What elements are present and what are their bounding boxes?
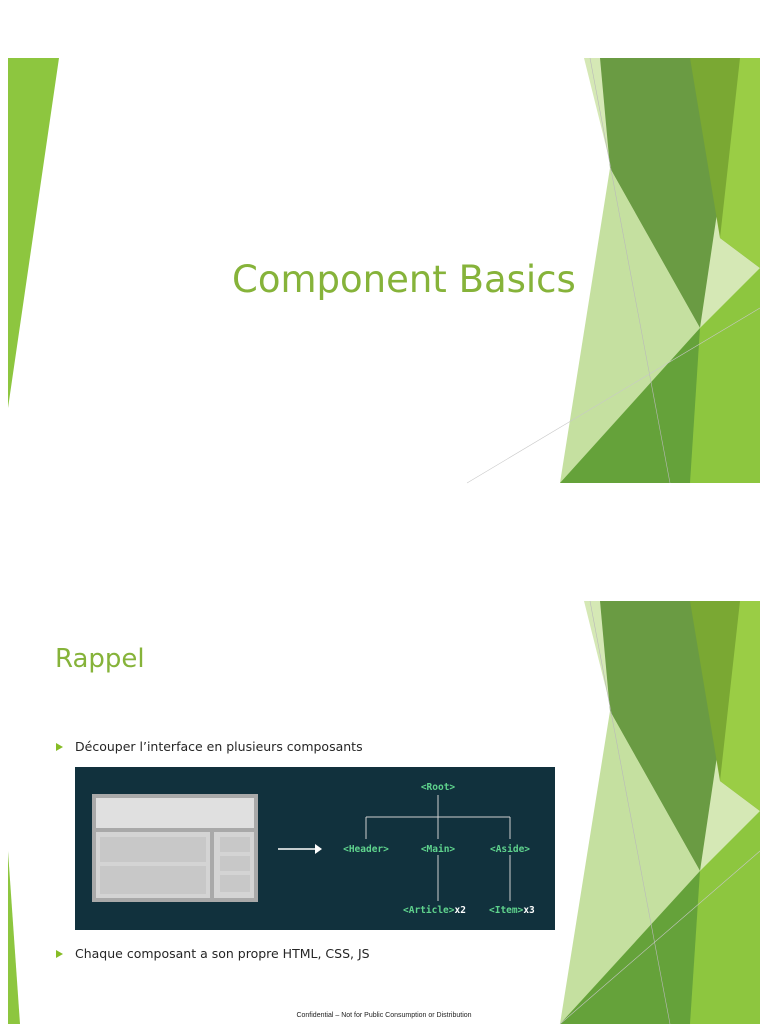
right-arrow-icon bbox=[278, 844, 322, 854]
decorative-green-shapes bbox=[8, 601, 761, 1024]
node-article: <Article>x2 bbox=[403, 905, 466, 916]
bullet-item: Découper l’interface en plusieurs compos… bbox=[56, 739, 363, 754]
node-root: <Root> bbox=[421, 782, 456, 793]
title-slide: Component Basics bbox=[0, 58, 768, 484]
node-aside: <Aside> bbox=[490, 844, 530, 855]
bullet-item: Chaque composant a son propre HTML, CSS,… bbox=[56, 946, 370, 961]
bullet-text: Découper l’interface en plusieurs compos… bbox=[75, 739, 363, 754]
diagram-drawing: <Root> <Header> <Main> <Aside> <Article>… bbox=[92, 782, 535, 916]
node-header: <Header> bbox=[343, 844, 389, 855]
node-item: <Item>x3 bbox=[489, 905, 535, 916]
node-main: <Main> bbox=[421, 844, 456, 855]
component-tree-diagram: <Root> <Header> <Main> <Aside> <Article>… bbox=[75, 767, 555, 930]
decorative-green-shapes bbox=[8, 58, 761, 484]
slide-title: Component Basics bbox=[232, 258, 576, 301]
confidential-footer: Confidential – Not for Public Consumptio… bbox=[296, 1012, 472, 1019]
tree-connectors bbox=[365, 795, 511, 901]
page-wireframe-icon bbox=[92, 794, 258, 902]
bullet-arrow-icon bbox=[56, 949, 63, 958]
bullet-arrow-icon bbox=[56, 742, 63, 751]
content-slide: Rappel Découper l’interface en plusieurs… bbox=[0, 601, 768, 1024]
bullet-text: Chaque composant a son propre HTML, CSS,… bbox=[75, 946, 370, 961]
slide-title: Rappel bbox=[55, 644, 145, 674]
